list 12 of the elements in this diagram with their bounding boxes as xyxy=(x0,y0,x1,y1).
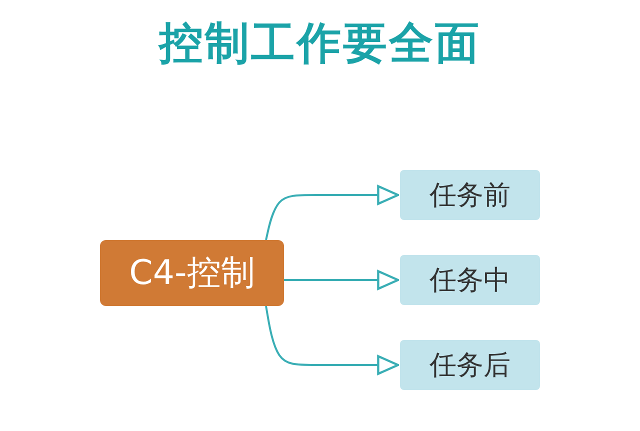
control-box xyxy=(100,240,284,306)
node-label: 任务中 xyxy=(430,264,510,298)
task-box xyxy=(400,255,540,305)
node-label: 任务后 xyxy=(430,349,510,383)
node-label: C4-控制 xyxy=(129,252,255,295)
arrow xyxy=(265,306,400,375)
arrow xyxy=(284,270,400,290)
title: 控制工作要全面 xyxy=(157,17,482,71)
task-box xyxy=(400,170,540,220)
task-box xyxy=(400,340,540,390)
node-label: 任务前 xyxy=(430,179,510,213)
arrow xyxy=(265,185,400,240)
